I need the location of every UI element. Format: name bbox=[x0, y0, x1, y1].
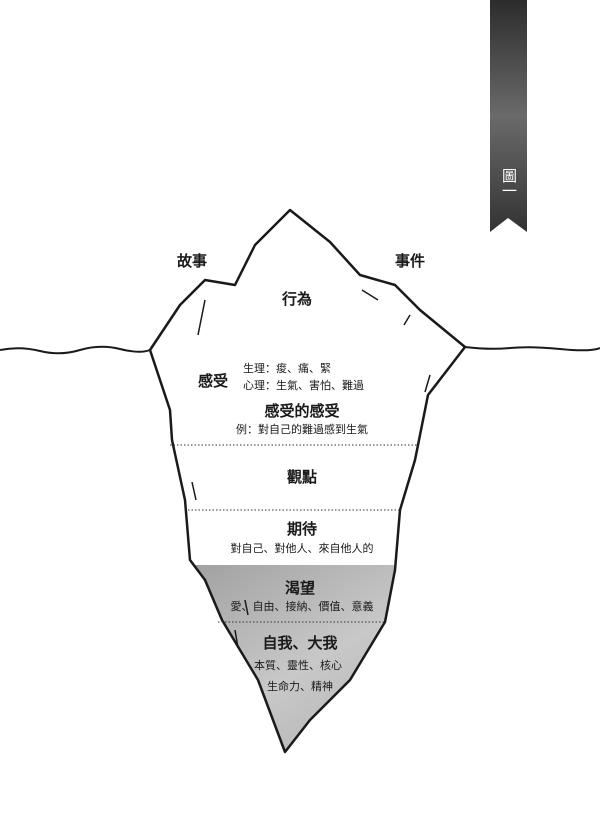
label-perceptions: 觀點 bbox=[286, 468, 318, 486]
label-expectations: 期待 bbox=[286, 520, 318, 538]
label-yearnings: 渴望 bbox=[284, 579, 316, 597]
self-line2: 生命力、精神 bbox=[267, 680, 333, 693]
label-feelings: 感受 bbox=[197, 372, 229, 390]
self-line1: 本質、靈性、核心 bbox=[254, 659, 342, 672]
waterline bbox=[0, 345, 600, 355]
iceberg-outline bbox=[148, 208, 467, 754]
figure-ribbon bbox=[490, 0, 527, 232]
yearnings-desc: 愛、自由、接納、價值、意義 bbox=[230, 600, 374, 613]
label-behavior: 行為 bbox=[281, 290, 313, 308]
label-stories: 故事 bbox=[176, 252, 208, 270]
feelings-physical: 生理：痠、痛、緊 bbox=[243, 362, 331, 375]
feelings-mental: 心理：生氣、害怕、難過 bbox=[243, 379, 364, 392]
expectations-desc: 對自己、對他人、來自他人的 bbox=[230, 542, 374, 555]
label-events: 事件 bbox=[394, 252, 426, 270]
label-feelings-about-feelings: 感受的感受 bbox=[264, 402, 340, 420]
figure-label: 圖一 bbox=[500, 168, 518, 198]
layer-dividers bbox=[170, 444, 418, 623]
feelings-example: 例：對自己的難過感到生氣 bbox=[236, 423, 368, 436]
label-self: 自我、大我 bbox=[262, 634, 338, 652]
